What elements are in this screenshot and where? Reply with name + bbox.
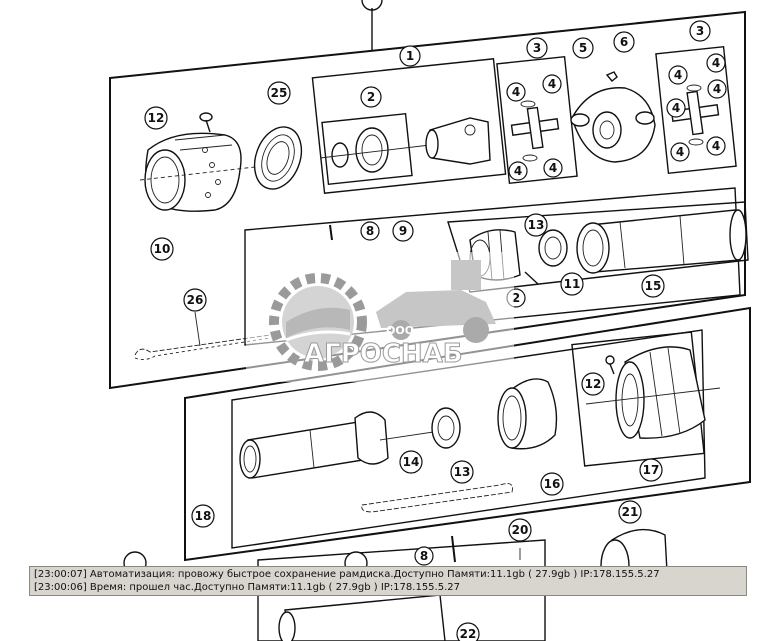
- callout-8-lower: 8: [414, 546, 434, 566]
- watermark-prefix: ООО: [386, 324, 414, 337]
- part-bellow-17: [585, 346, 721, 439]
- console-line-1: [23:00:07] Автоматизация: провожу быстро…: [34, 569, 660, 580]
- svg-text:3: 3: [696, 24, 704, 38]
- callout-21: 21: [618, 500, 642, 524]
- svg-text:12: 12: [148, 111, 165, 125]
- callout-6: 6: [613, 31, 635, 53]
- agrosnab-watermark: ООО АГРОСНАБ: [246, 252, 514, 382]
- part-chain-14: [361, 483, 513, 513]
- svg-text:11: 11: [564, 277, 581, 291]
- callout-22: 22: [456, 622, 480, 641]
- callout-4-c: 4: [508, 161, 528, 181]
- callout-4-b: 4: [542, 74, 562, 94]
- svg-text:4: 4: [713, 82, 721, 96]
- svg-text:4: 4: [674, 68, 682, 82]
- part-chain-26: [134, 311, 271, 361]
- callout-4-g: 4: [707, 79, 727, 99]
- part-shield-bell: [139, 132, 256, 212]
- part-tube-15: [576, 209, 747, 274]
- svg-text:8: 8: [366, 224, 374, 238]
- console-log-panel: [23:00:07] Автоматизация: провожу быстро…: [29, 566, 747, 596]
- svg-text:4: 4: [672, 101, 680, 115]
- svg-text:9: 9: [399, 224, 407, 238]
- callout-13-lower: 13: [450, 460, 474, 484]
- callout-12-top: 12: [144, 106, 168, 130]
- part-cross-journal-right: [670, 84, 720, 146]
- top-callout-stub: [361, 0, 383, 50]
- svg-text:17: 17: [643, 463, 660, 477]
- callout-9: 9: [392, 220, 414, 242]
- callout-12-lower: 12: [581, 372, 605, 396]
- svg-text:26: 26: [187, 293, 204, 307]
- part-nut-13: [538, 229, 568, 267]
- callout-26: 26: [183, 288, 207, 312]
- svg-text:4: 4: [548, 77, 556, 91]
- part-ring-16: [497, 378, 558, 450]
- callout-4-a: 4: [506, 82, 526, 102]
- svg-text:14: 14: [403, 455, 420, 469]
- svg-text:6: 6: [620, 35, 628, 49]
- svg-text:4: 4: [514, 164, 522, 178]
- part-pin-8: [329, 224, 333, 241]
- svg-text:8: 8: [420, 549, 428, 563]
- callout-11: 11: [560, 272, 584, 296]
- svg-text:18: 18: [195, 509, 212, 523]
- svg-text:4: 4: [712, 139, 720, 153]
- part-screw-top: [199, 112, 213, 133]
- gear-icon: [269, 273, 367, 371]
- callout-16: 16: [540, 472, 564, 496]
- callout-2: 2: [360, 86, 382, 108]
- part-bearing-ring: [253, 126, 303, 190]
- callout-14: 14: [399, 450, 423, 474]
- svg-text:1: 1: [406, 49, 414, 63]
- watermark-brand: АГРОСНАБ: [304, 339, 463, 369]
- svg-text:20: 20: [512, 523, 529, 537]
- part-nut-13-lower: [431, 407, 461, 449]
- callout-8-top: 8: [360, 221, 380, 241]
- svg-text:21: 21: [622, 505, 639, 519]
- callout-4-i: 4: [706, 136, 726, 156]
- callout-17: 17: [639, 458, 663, 482]
- callout-4-j: 4: [666, 98, 686, 118]
- svg-text:13: 13: [454, 465, 471, 479]
- callout-4-d: 4: [543, 158, 563, 178]
- callout-18: 18: [191, 504, 215, 528]
- console-line-2: [23:00:06] Время: прошел час.Доступно Па…: [34, 582, 460, 593]
- part-screw-11: [524, 271, 539, 285]
- callout-10: 10: [150, 237, 174, 261]
- svg-text:15: 15: [645, 279, 662, 293]
- callout-1: 1: [399, 45, 421, 67]
- callout-20: 20: [508, 518, 532, 542]
- callout-3-right: 3: [689, 20, 711, 42]
- part-inner-tube-18: [239, 411, 461, 479]
- svg-text:25: 25: [271, 86, 288, 100]
- callout-4-f: 4: [706, 53, 726, 73]
- callout-13-top: 13: [524, 213, 548, 237]
- callout-3: 3: [526, 37, 548, 59]
- part-screw-12-lower: [605, 355, 615, 375]
- svg-text:13: 13: [528, 218, 545, 232]
- callout-4-h: 4: [670, 142, 690, 162]
- svg-text:4: 4: [676, 145, 684, 159]
- svg-text:12: 12: [585, 377, 602, 391]
- callout-5: 5: [572, 37, 594, 59]
- callout-4-e: 4: [668, 65, 688, 85]
- svg-text:4: 4: [512, 85, 520, 99]
- svg-text:22: 22: [460, 627, 477, 641]
- callout-15: 15: [641, 274, 665, 298]
- svg-text:2: 2: [512, 291, 520, 305]
- svg-text:10: 10: [154, 242, 171, 256]
- callout-25: 25: [267, 81, 291, 105]
- svg-text:4: 4: [549, 161, 557, 175]
- harvester-icon: [376, 260, 496, 343]
- svg-text:2: 2: [367, 90, 375, 104]
- svg-text:3: 3: [533, 41, 541, 55]
- part-flange-housing: [570, 71, 656, 163]
- svg-text:4: 4: [712, 56, 720, 70]
- part-cross-journal-left: [510, 100, 560, 162]
- part-yoke-assembly: [319, 117, 491, 173]
- svg-text:16: 16: [544, 477, 561, 491]
- svg-text:5: 5: [579, 41, 587, 55]
